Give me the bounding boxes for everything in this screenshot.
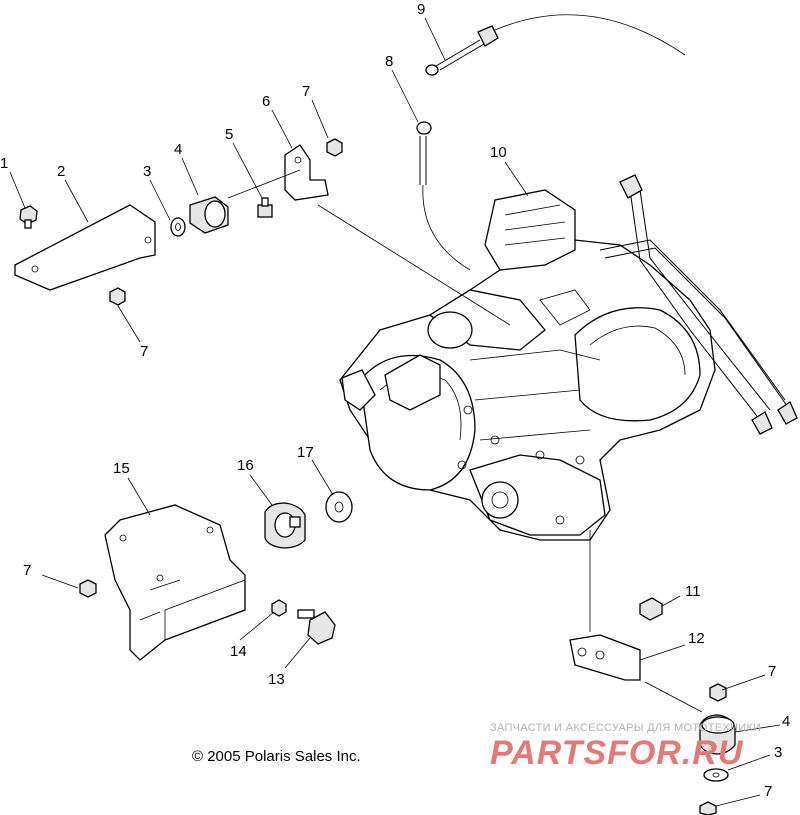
part-7-nut-bottom (699, 801, 717, 815)
callout-7-bottom: 7 (764, 783, 772, 800)
watermark-tagline: ЗАПЧАСТИ И АКСЕССУАРЫ ДЛЯ МОТОТЕХНИКИ (490, 722, 762, 734)
part-1-bolt (19, 205, 38, 229)
callout-2: 2 (57, 163, 65, 180)
callout-3: 3 (143, 163, 151, 180)
part-7-nut-right (709, 683, 727, 702)
callout-7-right: 7 (768, 663, 776, 680)
callout-10: 10 (490, 144, 507, 161)
callout-16: 16 (237, 457, 254, 474)
part-7-nut-left (109, 287, 126, 306)
part-9-cable (425, 14, 686, 76)
callout-5: 5 (225, 126, 233, 143)
part-4-rubber-mount-right (699, 714, 736, 755)
callout-7-lower-left: 7 (23, 562, 31, 579)
part-13-stud-mount (297, 609, 336, 645)
callout-11: 11 (685, 583, 701, 600)
engine-assembly (339, 174, 798, 541)
callout-3-right: 3 (774, 744, 782, 761)
callout-4: 4 (174, 141, 182, 158)
part-17-washer (325, 491, 353, 523)
part-4-rubber-mount (189, 196, 229, 234)
part-11-bolt (639, 597, 663, 621)
callout-14: 14 (230, 643, 247, 660)
callout-7-top: 7 (302, 83, 310, 100)
part-2-bracket (14, 204, 156, 291)
callout-12: 12 (688, 630, 705, 647)
callout-6: 6 (262, 93, 270, 110)
part-12-bracket (569, 634, 641, 681)
part-6-bracket (284, 144, 329, 201)
part-15-bracket (104, 504, 246, 661)
part-5-bolt (257, 197, 273, 218)
copyright-text: © 2005 Polaris Sales Inc. (192, 748, 361, 765)
callout-8: 8 (385, 53, 393, 70)
callout-numbers: 1 2 3 4 5 6 7 7 8 9 10 15 16 17 7 11 12 … (0, 1, 790, 800)
part-7-nut-lower-left (79, 579, 97, 598)
watermark-logo: PARTSFOR.RU (490, 734, 744, 772)
callout-4-right: 4 (782, 713, 790, 730)
callout-17: 17 (297, 444, 314, 461)
callout-7-left: 7 (140, 343, 148, 360)
part-14-nut (271, 599, 287, 617)
leader-lines (9, 17, 781, 807)
part-8-ground-strap (416, 121, 471, 271)
callout-1: 1 (0, 155, 8, 172)
callout-9: 9 (417, 1, 425, 18)
part-7-nut-top (326, 138, 343, 157)
callout-15: 15 (113, 460, 130, 477)
callout-13: 13 (268, 671, 285, 688)
part-16-rubber-mount (264, 502, 306, 549)
part-3-washer-right (703, 768, 729, 782)
part-3-washer (170, 217, 186, 237)
